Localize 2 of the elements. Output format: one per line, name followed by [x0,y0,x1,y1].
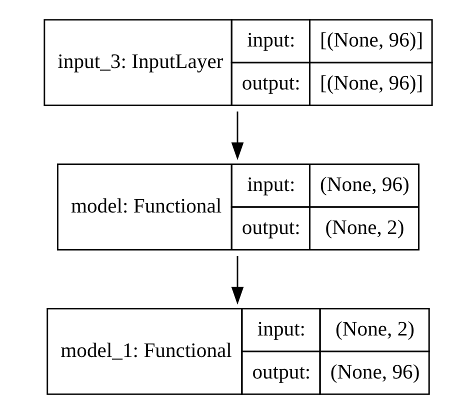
arrow [230,256,244,305]
arrow [230,112,244,160]
